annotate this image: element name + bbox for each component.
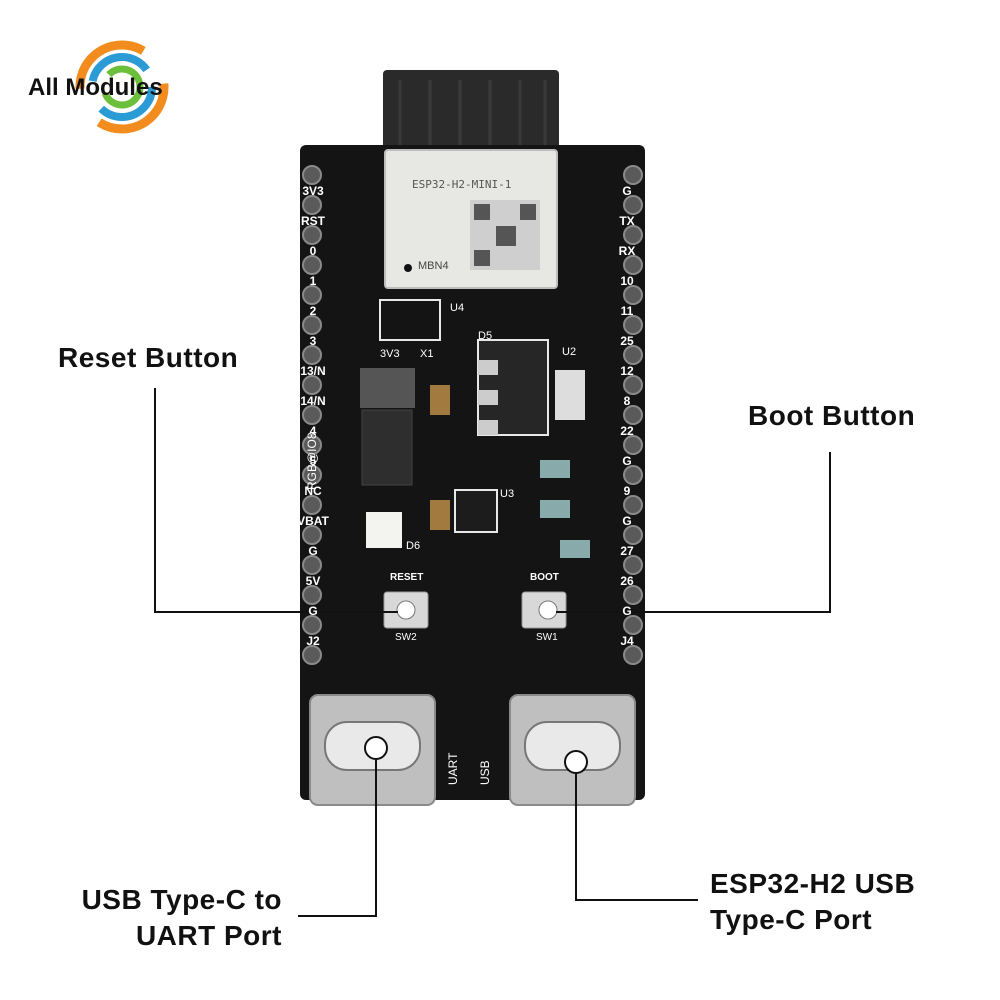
- pin-label: 5V: [305, 574, 321, 588]
- usb-leader-line: [575, 762, 698, 901]
- pin-label: 14/N: [300, 394, 326, 408]
- module-code: MBN4: [418, 260, 449, 272]
- reset-leader-line: [154, 388, 398, 613]
- u2-chip: [477, 339, 549, 436]
- regulator: [361, 409, 413, 486]
- module-name: ESP32-H2-MINI-1: [412, 178, 512, 191]
- uart-port-label: USB Type-C to UART Port: [30, 882, 282, 954]
- u4-chip: [379, 299, 441, 341]
- pin-label: 3: [309, 334, 317, 348]
- pin-label: 11: [620, 304, 634, 318]
- pin-label: 26: [620, 574, 634, 588]
- reset-button-graphic: [383, 591, 429, 629]
- silk-u2: U2: [562, 346, 577, 358]
- boot-button-label: Boot Button: [748, 400, 916, 431]
- silk-rgb: RGB@IO8: [305, 432, 319, 490]
- usb-port-label: ESP32-H2 USB Type-C Port: [710, 866, 980, 938]
- pin-label: RX: [618, 244, 636, 258]
- pin-label: 2: [309, 304, 317, 318]
- uart-port-label-line1: USB Type-C to: [81, 884, 282, 915]
- silk-sw2: SW2: [395, 632, 417, 643]
- pin-label: 13/N: [300, 364, 326, 378]
- side-connector: [555, 370, 585, 420]
- pin-label: G: [308, 544, 318, 558]
- right-pin-labels: G TX RX 10 11 25 12 8 22 G 9 G 27 26 G J…: [610, 176, 644, 656]
- pin-label: 1: [309, 274, 317, 288]
- boot-leader-line: [556, 452, 831, 613]
- pin-label: J4: [620, 634, 634, 648]
- brand-logo: All Modules: [22, 32, 202, 142]
- pin-label: 8: [623, 394, 631, 408]
- silk-u4: U4: [450, 302, 465, 314]
- uart-leader-line: [298, 760, 377, 917]
- silk-3v3: 3V3: [380, 348, 400, 360]
- pin-label: 25: [620, 334, 634, 348]
- silk-d6: D6: [406, 540, 421, 552]
- usb-port-label-line1: ESP32-H2 USB: [710, 868, 916, 899]
- header-jumper: [360, 368, 415, 408]
- pin-label: 9: [623, 484, 631, 498]
- pin-label: VBAT: [297, 514, 329, 528]
- usb-port-label-line2: Type-C Port: [710, 904, 873, 935]
- silk-u3: U3: [500, 488, 515, 500]
- pin-label: 12: [620, 364, 634, 378]
- pin-label: 27: [620, 544, 634, 558]
- silk-x1: X1: [420, 348, 434, 360]
- pin-label: 22: [620, 424, 634, 438]
- pin-label: 4: [309, 424, 317, 438]
- silk-reset: RESET: [390, 572, 424, 583]
- pin-label: J2: [306, 634, 320, 648]
- uart-port-label-line2: UART Port: [135, 920, 282, 951]
- pin-label: G: [622, 454, 632, 468]
- pcb: [300, 145, 645, 800]
- pin-label: G: [308, 604, 318, 618]
- pin-label: NC: [304, 484, 322, 498]
- pin-label: G: [622, 514, 632, 528]
- pin-label: 3V3: [302, 184, 324, 198]
- pin-label: TX: [619, 214, 635, 228]
- reset-button-label: Reset Button: [58, 342, 239, 373]
- left-pin-labels: 3V3 RST 0 1 2 3 13/N 14/N 4 5 NC VBAT G …: [296, 176, 330, 656]
- boot-button-graphic: [521, 591, 567, 629]
- u3-chip: [454, 489, 498, 533]
- silk-d5: D5: [478, 330, 493, 342]
- pin-label: 10: [620, 274, 634, 288]
- pin-label: RST: [301, 214, 325, 228]
- usb-c-native-port-graphic: [509, 694, 636, 806]
- pin-label: G: [622, 604, 632, 618]
- pin-label: 0: [309, 244, 317, 258]
- logo-swirl-icon: [75, 40, 169, 134]
- silk-boot: BOOT: [530, 572, 559, 583]
- logo-text: All Modules: [28, 74, 163, 101]
- silk-sw1: SW1: [536, 632, 558, 643]
- antenna: [383, 70, 559, 160]
- rgb-led: [366, 512, 402, 548]
- silk-usb: USB: [478, 760, 492, 785]
- pin-label: 5: [309, 454, 317, 468]
- silk-uart: UART: [446, 752, 460, 785]
- pin-label: G: [622, 184, 632, 198]
